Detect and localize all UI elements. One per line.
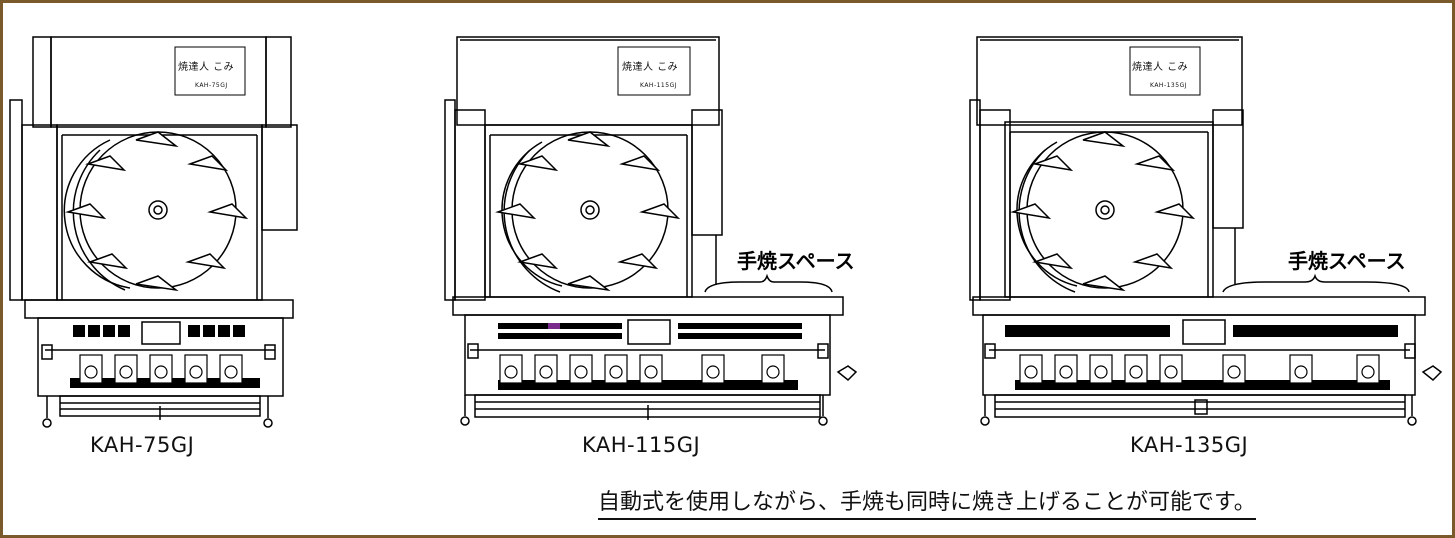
model-label: KAH-75GJ bbox=[90, 433, 195, 457]
badge-brand-text: 焼達人 こみ bbox=[622, 62, 679, 73]
machine-kah-115gj bbox=[440, 0, 860, 440]
model-label: KAH-135GJ bbox=[1130, 433, 1249, 457]
machine-kah-115gj-drawing bbox=[444, 36, 858, 426]
model-label: KAH-115GJ bbox=[582, 433, 701, 457]
badge-brand-text: 焼達人 こみ bbox=[1132, 62, 1189, 73]
badge-brand-text: 焼達人 こみ bbox=[178, 62, 235, 73]
machine-kah-135gj-drawing bbox=[969, 36, 1443, 426]
badge-code-text: KAH-75GJ bbox=[195, 82, 228, 89]
machine-kah-135gj bbox=[965, 0, 1445, 440]
manual-space-label: 手焼スペース bbox=[737, 249, 855, 273]
manual-space-label: 手焼スペース bbox=[1288, 249, 1406, 273]
machine-kah-75gj-drawing bbox=[9, 36, 298, 428]
badge-code-text: KAH-135GJ bbox=[1150, 82, 1187, 89]
badge-code-text: KAH-115GJ bbox=[640, 82, 677, 89]
caption: 自動式を使用しながら、手焼も同時に焼き上げることが可能です。 bbox=[598, 484, 1256, 520]
machine-kah-75gj bbox=[0, 0, 300, 440]
